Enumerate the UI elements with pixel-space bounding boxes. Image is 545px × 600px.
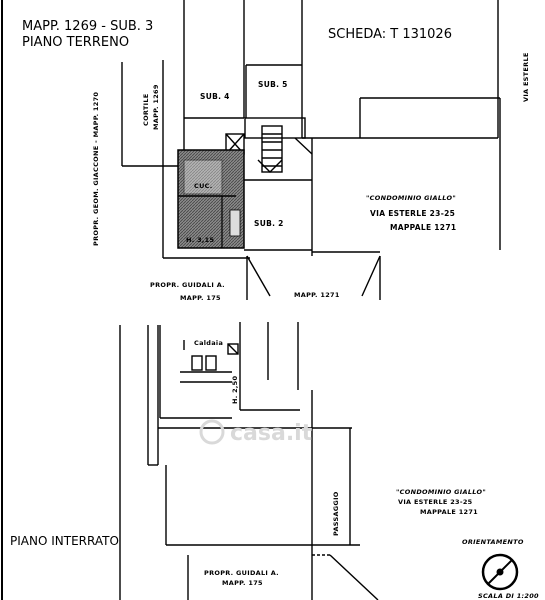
ground-floor-plan xyxy=(1,0,501,600)
label-piano-interrato: PIANO INTERRATO xyxy=(10,534,119,548)
label-sub5: SUB. 5 xyxy=(258,80,288,89)
label-sub2: SUB. 2 xyxy=(254,219,284,228)
compass-icon xyxy=(481,553,519,591)
label-condominio-top: "CONDOMINIO GIALLO" xyxy=(366,194,456,202)
label-sub4: SUB. 4 xyxy=(200,92,230,101)
header-mapp-sub: MAPP. 1269 - SUB. 3 xyxy=(22,19,153,34)
header-piano-terreno: PIANO TERRENO xyxy=(22,35,129,50)
label-guidali-top-mapp: MAPP. 175 xyxy=(180,294,221,302)
watermark-text: casa.it xyxy=(230,421,313,446)
unit-sub3 xyxy=(177,149,245,249)
label-guidali-bot-mapp: MAPP. 175 xyxy=(222,579,263,587)
header-scheda: SCHEDA: T 131026 xyxy=(328,27,452,42)
label-scala: SCALA DI 1:200 xyxy=(478,592,539,600)
label-cucina: CUC. xyxy=(194,182,213,190)
label-guidali-top: PROPR. GUIDALI A. xyxy=(150,281,225,289)
label-guidali-bot: PROPR. GUIDALI A. xyxy=(204,569,279,577)
label-via-esterle-side: VIA ESTERLE xyxy=(522,52,530,102)
watermark: casa.it xyxy=(199,419,313,446)
label-height-315: H. 3,15 xyxy=(186,236,214,244)
label-mappale-bot: MAPPALE 1271 xyxy=(420,508,478,516)
basement-plan xyxy=(119,322,379,600)
label-condominio-bot: "CONDOMINIO GIALLO" xyxy=(396,488,486,496)
label-passaggio: PASSAGGIO xyxy=(332,491,340,536)
label-via-bot: VIA ESTERLE 23-25 xyxy=(398,498,473,506)
label-orientamento: ORIENTAMENTO xyxy=(462,538,524,546)
label-mappale-top: MAPPALE 1271 xyxy=(390,223,456,232)
label-cortile: CORTILE xyxy=(142,93,150,126)
label-via-top: VIA ESTERLE 23-25 xyxy=(370,209,455,218)
label-propr-giaccone: PROPR. GEOM. GIACCONE - MAPP. 1270 xyxy=(92,92,100,246)
label-caldaia: Caldaia xyxy=(194,339,223,347)
label-cortile-mapp: MAPP. 1269 xyxy=(152,84,160,130)
label-mapp1271: MAPP. 1271 xyxy=(294,291,340,299)
label-height-250: H. 2,50 xyxy=(231,376,239,404)
